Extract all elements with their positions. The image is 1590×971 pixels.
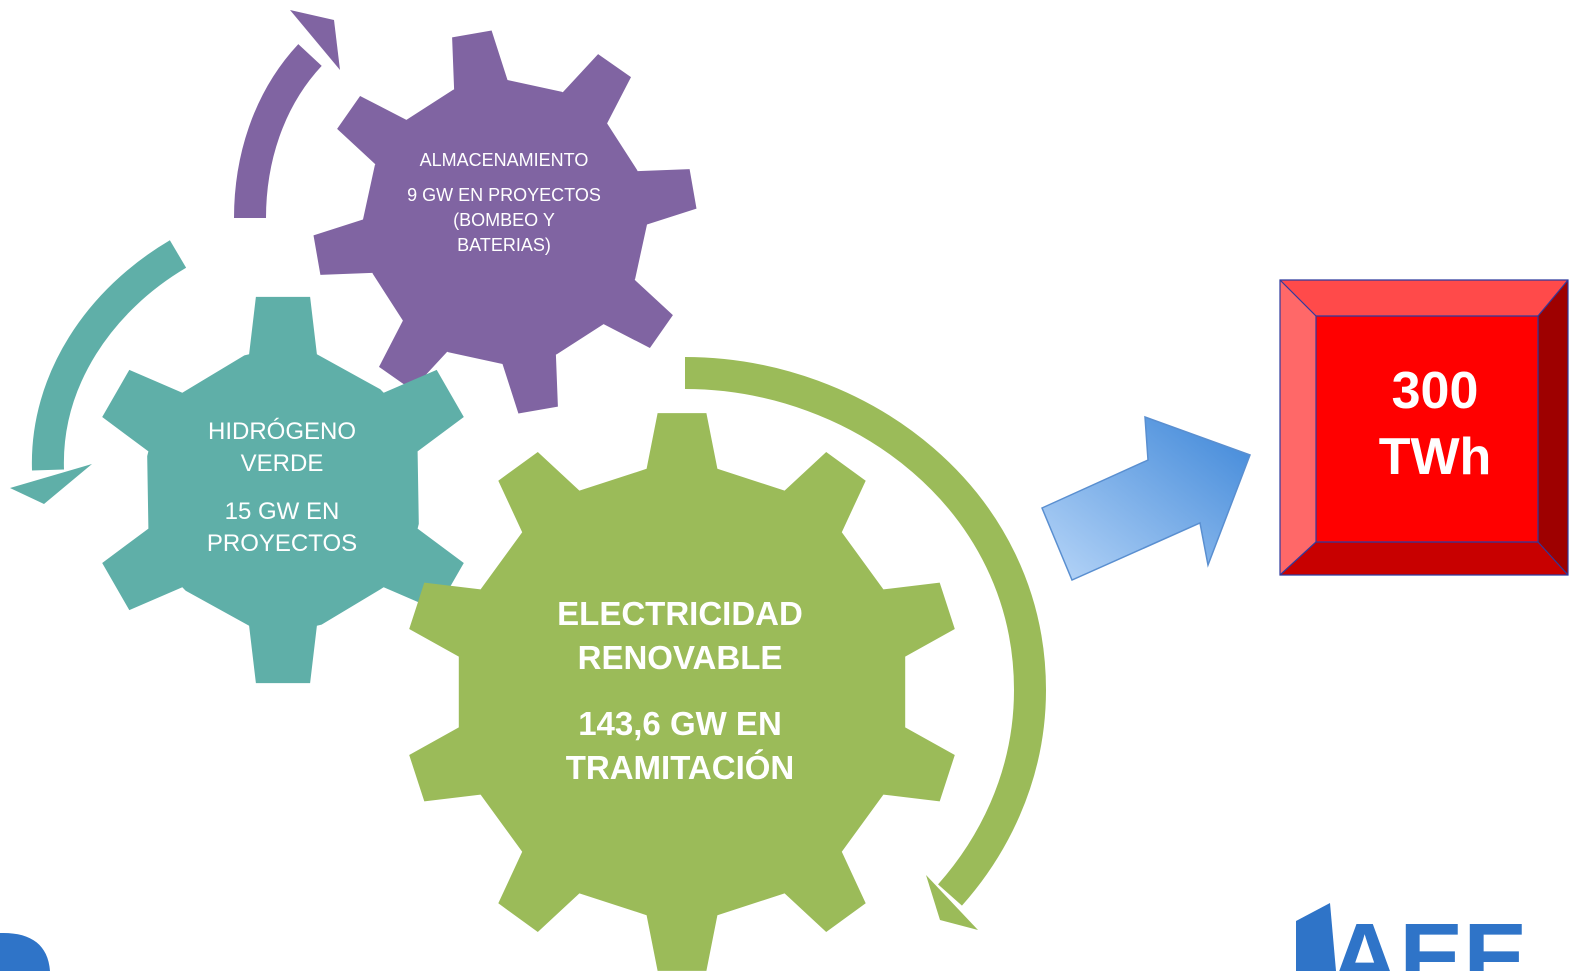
result-arrow [1041, 415, 1251, 581]
renewable-detail-line-2: TRAMITACIÓN [565, 749, 795, 786]
storage-detail-line-2: (BOMBEO Y [453, 210, 555, 230]
aee-logo: AEE [1296, 903, 1527, 971]
result-value: 300 [1391, 362, 1479, 420]
hydrogen-title-line-2: VERDE [240, 450, 324, 477]
storage-title: ALMACENAMIENTO [419, 150, 589, 170]
teal-cycle-arrowhead [10, 464, 92, 504]
renewable-gear [409, 413, 955, 971]
green-cycle-arrow [684, 357, 1047, 906]
renewable-gear-label: ELECTRICIDAD RENOVABLE 143,6 GW EN TRAMI… [520, 592, 840, 790]
result-box [1279, 279, 1569, 576]
result-value-label: 300 TWh [1320, 358, 1550, 490]
storage-gear-label: ALMACENAMIENTO 9 GW EN PROYECTOS (BOMBEO… [376, 148, 632, 258]
result-unit: TWh [1378, 428, 1492, 486]
hydrogen-title-line-1: HIDRÓGENO [207, 418, 356, 445]
purple-cycle-arrow [234, 44, 322, 219]
renewable-title-line-1: ELECTRICIDAD [557, 595, 803, 632]
storage-detail-line-1: 9 GW EN PROYECTOS [407, 185, 601, 205]
hydrogen-gear-label: HIDRÓGENO VERDE 15 GW EN PROYECTOS [180, 416, 384, 560]
green-cycle-arrowhead [926, 875, 978, 930]
renewable-detail-line-1: 143,6 GW EN [578, 705, 782, 742]
hydrogen-gear [102, 296, 464, 684]
purple-cycle-arrowhead [290, 10, 340, 70]
left-logo-fragment [0, 932, 50, 971]
aee-logo-text: AEE [1330, 904, 1527, 971]
teal-cycle-arrow [31, 240, 187, 471]
storage-detail-line-3: BATERIAS) [457, 235, 551, 255]
hydrogen-detail-line-1: 15 GW EN [224, 498, 340, 525]
storage-gear [313, 30, 697, 414]
renewable-title-line-2: RENOVABLE [577, 639, 783, 676]
hydrogen-detail-line-2: PROYECTOS [206, 530, 358, 557]
